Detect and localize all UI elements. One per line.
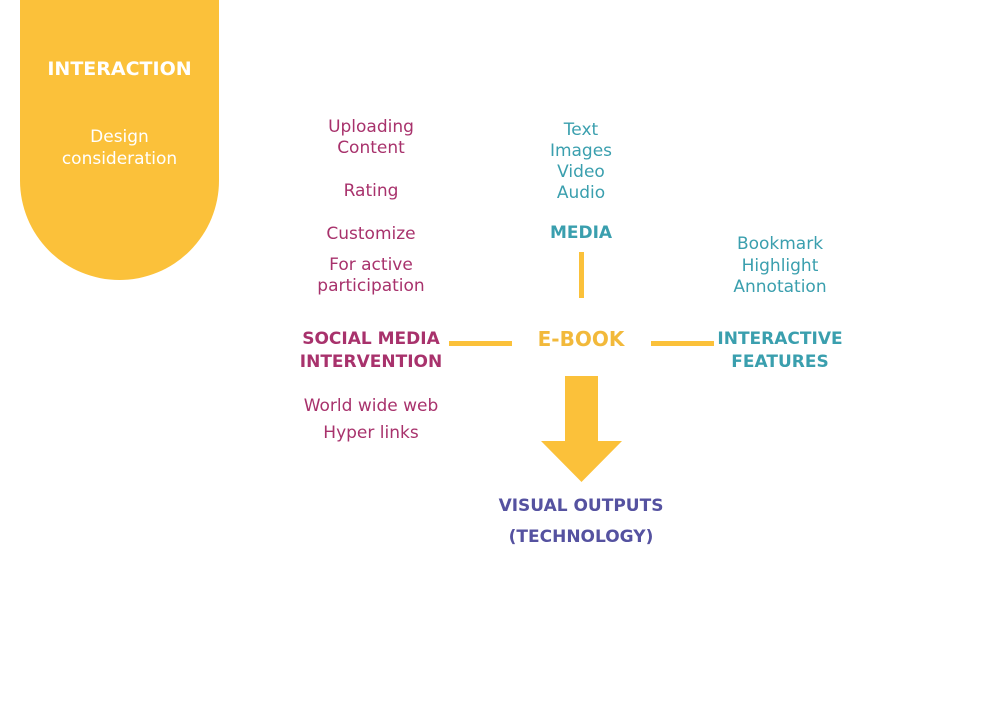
- interactive-item-annotation: Annotation: [733, 277, 827, 297]
- social-bottom-www: World wide web: [303, 396, 439, 416]
- interactive-connector: [651, 341, 714, 346]
- interactive-features-header: INTERACTIVE FEATURES: [701, 328, 859, 374]
- social-item-participation-line2: participation: [317, 276, 425, 296]
- media-item-images: Images: [549, 141, 613, 161]
- media-item-text: Text: [563, 120, 599, 140]
- social-bottom-hyperlinks: Hyper links: [323, 423, 419, 443]
- panel-subtitle-line2: consideration: [61, 149, 178, 169]
- media-item-video: Video: [557, 162, 605, 182]
- panel-subtitle: Design consideration: [20, 126, 219, 170]
- interactive-item-bookmark: Bookmark: [736, 234, 824, 254]
- social-media-header: SOCIAL MEDIA INTERVENTION: [281, 328, 461, 374]
- social-item-uploading-line2: Content: [337, 138, 405, 158]
- media-connector: [579, 252, 584, 298]
- panel-title: INTERACTION: [47, 58, 192, 80]
- social-media-header-line2: INTERVENTION: [299, 352, 443, 372]
- media-item-audio: Audio: [556, 183, 606, 203]
- interactive-features-header-line1: INTERACTIVE: [717, 329, 843, 349]
- interactive-features-header-line2: FEATURES: [731, 352, 829, 372]
- social-media-header-line1: SOCIAL MEDIA: [302, 329, 440, 349]
- down-arrow-icon: [541, 376, 622, 482]
- social-item-participation: For active participation: [291, 255, 451, 297]
- social-item-rating: Rating: [343, 181, 399, 201]
- technology-label: (TECHNOLOGY): [508, 527, 654, 547]
- social-connector: [449, 341, 512, 346]
- social-item-uploading-line1: Uploading: [328, 117, 414, 137]
- interactive-item-highlight: Highlight: [741, 256, 819, 276]
- social-item-customize: Customize: [326, 224, 416, 244]
- interaction-panel: [20, 0, 219, 280]
- media-header: MEDIA: [549, 223, 613, 243]
- panel-subtitle-line1: Design: [90, 127, 149, 147]
- social-item-participation-line1: For active: [329, 255, 413, 275]
- social-item-uploading: Uploading Content: [291, 117, 451, 159]
- ebook-label: E-BOOK: [537, 327, 625, 351]
- visual-outputs-label: VISUAL OUTPUTS: [498, 496, 664, 516]
